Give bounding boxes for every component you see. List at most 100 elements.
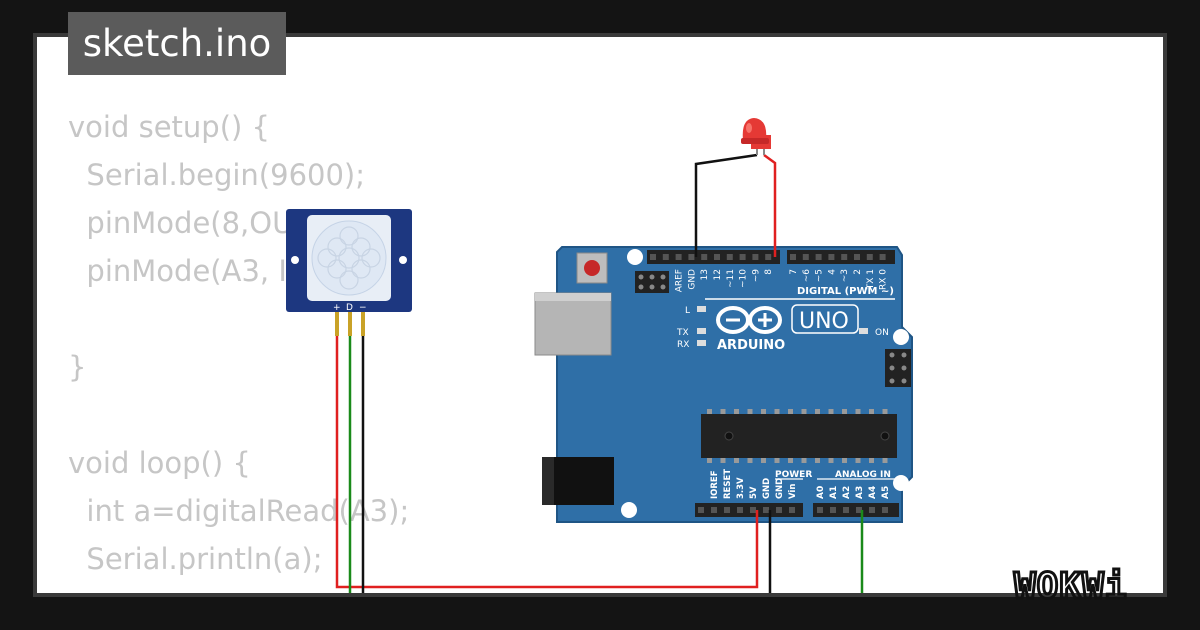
analog-pin-label: A5 [881,486,891,499]
digital-pin-label: ~10 [739,269,749,288]
pin-hole[interactable] [817,507,823,513]
pin-hole[interactable] [789,507,795,513]
code-line: void loop() { [68,446,251,480]
mounting-hole [627,249,643,265]
chip-leg [774,458,780,463]
analog-pin-label: A1 [829,486,839,499]
power-label: POWER [775,470,812,480]
arduino-infinity-icon [716,306,782,334]
wire-pir-5v [335,335,759,589]
chip-leg [720,458,726,463]
digital-pin-label: TX 1 [866,269,876,290]
chip-leg [801,458,807,463]
power-pin-label: IOREF [710,470,720,499]
pir-pin-plus: + [333,303,341,313]
pin-hole[interactable] [815,254,822,260]
power-pin-label: GND [762,478,772,499]
digital-pin-label: ~9 [751,269,761,283]
pin-hole[interactable] [763,507,769,513]
chip-leg [734,409,739,414]
pin-hole[interactable] [737,507,743,513]
mounting-hole [893,475,909,491]
chip-leg [882,458,888,463]
chip-leg [855,458,861,463]
digital-pin-label: ~5 [815,269,825,282]
power-pin-label: 3.3V [736,477,746,499]
pin-hole[interactable] [701,254,708,260]
digital-pin-label: 8 [764,269,774,275]
pin-hole[interactable] [856,507,862,513]
power-pin-label: RESET [723,469,733,499]
pin-hole[interactable] [739,254,746,260]
pin-hole[interactable] [650,254,656,260]
chip-leg [707,409,712,414]
pin-hole[interactable] [765,254,772,260]
led-label-on: ON [875,328,889,338]
analog-pin-label: A4 [868,486,878,499]
chip-leg [828,458,834,463]
pin-hole[interactable] [854,254,860,260]
power-pin-label: Vin [788,484,798,499]
analog-pin-label: A3 [855,486,865,499]
pin-hole[interactable] [843,507,849,513]
pin-hole[interactable] [830,507,836,513]
digital-pin-label: 13 [700,269,710,280]
power-pin-label: GND [775,478,785,499]
pin-hole[interactable] [698,507,704,513]
sketch-filename-tab[interactable]: sketch.ino [68,12,286,75]
chip-leg [828,409,834,414]
wires [335,153,864,593]
wokwi-logo: WOKWi [1013,565,1128,609]
chip-leg [869,458,874,463]
chip-leg [707,458,712,463]
pin-hole[interactable] [866,254,873,260]
code-line: Serial.begin(9600); [68,158,366,192]
digital-pin-label: GND [687,269,697,290]
pin-hole[interactable] [724,507,730,513]
pin-hole[interactable] [688,254,695,260]
chip-leg [842,458,847,463]
power-header [695,503,803,517]
pin-hole[interactable] [750,507,756,513]
pin-hole[interactable] [802,254,809,260]
chip-leg [815,409,820,414]
pin-hole[interactable] [711,507,717,513]
digital-pin-label: 4 [827,269,837,275]
pin-hole[interactable] [841,254,848,260]
chip-leg [720,409,726,414]
pin-hole[interactable] [879,254,886,260]
chip-leg [747,409,753,414]
digital-pin-label: 7 [789,269,799,275]
microcontroller-chip [701,414,897,458]
chip-leg [855,409,861,414]
analog-pin-label: A0 [816,486,826,499]
analog-pin-label: A2 [842,486,852,499]
pin-hole[interactable] [752,254,759,260]
arduino-model: UNO [799,309,849,334]
code-line: void setup() { [68,110,270,144]
digital-pin-label: 2 [853,269,863,275]
chip-leg [761,458,766,463]
pin-hole[interactable] [882,507,888,513]
chip-leg [761,409,766,414]
chip-leg [882,409,888,414]
led-label-tx: TX [676,328,689,338]
pin-hole[interactable] [726,254,733,260]
pin-hole[interactable] [662,254,669,260]
code-line: if(a==500) [68,583,409,593]
code-line: Serial.println(a); [68,542,323,576]
pin-hole[interactable] [828,254,835,260]
pin-hole[interactable] [869,507,875,513]
digital-header [787,250,895,264]
digital-pin-label: RX 0 [879,269,889,290]
wire-led-pin8 [763,153,777,257]
pin-hole[interactable] [714,254,720,260]
pin-hole[interactable] [675,254,682,260]
pin-hole[interactable] [776,507,782,513]
digital-pin-label: ~3 [840,269,850,282]
analog-label: ANALOG IN [835,470,891,480]
pin-hole[interactable] [790,254,796,260]
digital-header [647,250,780,264]
